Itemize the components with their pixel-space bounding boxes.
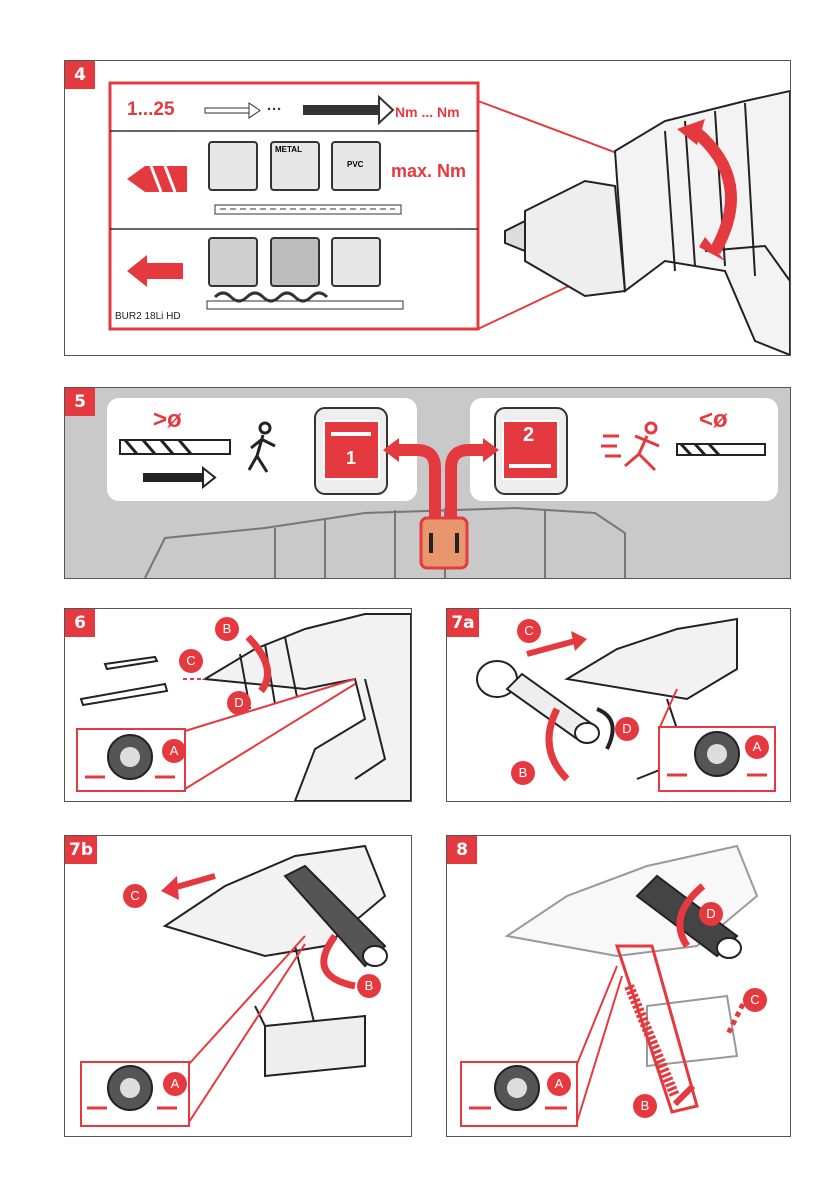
panel-badge: 4 bbox=[65, 61, 95, 89]
large-diameter-symbol: >ø bbox=[153, 406, 182, 433]
brick-icon bbox=[208, 237, 258, 287]
pvc-label: PVC bbox=[347, 160, 364, 169]
nm-label: Nm ... Nm bbox=[395, 104, 460, 120]
panel-7b: 7b C B A bbox=[64, 835, 412, 1137]
drill-chuck-illustration bbox=[504, 89, 790, 355]
gear-2-label: 2 bbox=[523, 424, 535, 446]
panel-7b-illustration bbox=[80, 844, 388, 1127]
stone-wall-icon bbox=[270, 237, 320, 287]
label-a: A bbox=[162, 739, 186, 763]
panel-4: 4 bbox=[64, 60, 791, 356]
label-d: D bbox=[227, 691, 251, 715]
panel-5-illustration bbox=[107, 398, 778, 578]
label-c: C bbox=[743, 988, 767, 1012]
label-c: C bbox=[123, 884, 147, 908]
label-c: C bbox=[517, 619, 541, 643]
panel-6: 6 B C D A bbox=[64, 608, 412, 802]
model-label: BUR2 18Li HD bbox=[115, 311, 181, 322]
label-a: A bbox=[745, 735, 769, 759]
label-a: A bbox=[163, 1072, 187, 1096]
max-nm-label: max. Nm bbox=[391, 161, 467, 181]
large-screw-icon bbox=[303, 94, 395, 126]
small-screw-icon bbox=[204, 102, 261, 119]
running-person-icon bbox=[601, 421, 660, 472]
panel-7a: 7a C D B A bbox=[446, 608, 791, 802]
panel-5: 5 bbox=[64, 387, 791, 579]
metal-icon: METAL bbox=[270, 141, 320, 191]
label-d: D bbox=[615, 717, 639, 741]
panel-badge: 7a bbox=[447, 609, 479, 637]
label-b: B bbox=[511, 761, 535, 785]
panel-8-illustration bbox=[460, 844, 759, 1127]
panel-6-illustration bbox=[76, 613, 411, 801]
wood-icon bbox=[208, 141, 258, 191]
label-c: C bbox=[179, 649, 203, 673]
panel-7a-illustration bbox=[476, 617, 776, 792]
pvc-icon: PVC bbox=[331, 141, 381, 191]
label-d: D bbox=[699, 902, 723, 926]
walking-person-icon bbox=[247, 421, 276, 473]
panel-badge: 7b bbox=[65, 836, 97, 864]
panel-badge: 5 bbox=[65, 388, 95, 416]
concrete-column-icon bbox=[331, 237, 381, 287]
panel-8: 8 D C A B bbox=[446, 835, 791, 1137]
panel-badge: 8 bbox=[447, 836, 477, 864]
label-b: B bbox=[357, 974, 381, 998]
label-a: A bbox=[547, 1072, 571, 1096]
label-b: B bbox=[633, 1094, 657, 1118]
panel-4-illustration bbox=[108, 81, 790, 355]
metal-label: METAL bbox=[275, 145, 302, 154]
small-diameter-symbol: <ø bbox=[699, 406, 728, 433]
gear-1-label: 1 bbox=[346, 448, 357, 468]
torque-range: 1...25 bbox=[127, 99, 175, 120]
panel-badge: 6 bbox=[65, 609, 95, 637]
label-b: B bbox=[215, 617, 239, 641]
dots-separator: ··· bbox=[267, 101, 282, 118]
